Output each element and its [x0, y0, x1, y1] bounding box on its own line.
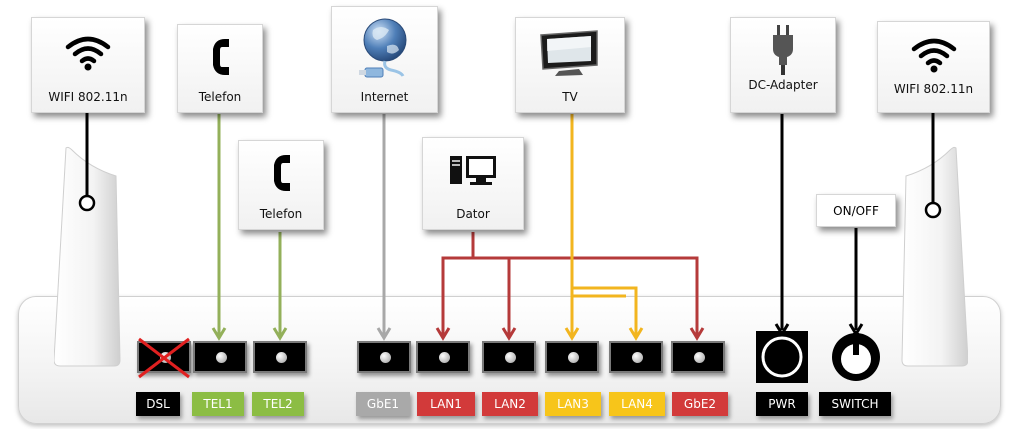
port-hole: [439, 352, 450, 363]
tv-card: TV: [515, 17, 625, 113]
telefon-2-card: Telefon: [238, 140, 324, 230]
telefon-1-label: Telefon: [198, 90, 242, 104]
port-gbe1: [357, 341, 411, 373]
port-hole: [216, 352, 227, 363]
power-plug-icon: [731, 18, 835, 82]
wire-tv-lan4: [572, 286, 638, 336]
dc-adapter-label: DC-Adapter: [748, 78, 818, 92]
tag-lan1: LAN1: [417, 392, 475, 416]
arrow-gbe2: [689, 327, 705, 341]
port-pwr: [756, 331, 808, 383]
tv-icon: [516, 18, 624, 88]
tag-pwr: PWR: [756, 392, 808, 416]
antenna-right-hole: [924, 201, 942, 219]
wifi-left-card: WIFI 802.11n: [31, 17, 145, 113]
port-lan4: [609, 341, 663, 373]
port-hole: [276, 352, 287, 363]
port-hole: [568, 352, 579, 363]
wire-dator-bus: [441, 256, 699, 336]
arrow-tel2: [272, 327, 288, 341]
antenna-left-hole: [78, 194, 96, 212]
tag-tel2: TEL2: [252, 392, 304, 416]
tag-gbe2: GbE2: [672, 392, 728, 416]
wifi-right-card: WIFI 802.11n: [877, 21, 990, 113]
disabled-cross-icon: [138, 337, 190, 379]
port-gbe2: [671, 341, 725, 373]
wifi-icon: [878, 22, 989, 88]
port-lan3: [545, 341, 599, 373]
tag-lan4: LAN4: [609, 392, 665, 416]
arrow-lan4: [628, 327, 644, 341]
arrow-lan2: [501, 327, 517, 341]
port-hole: [632, 352, 643, 363]
tv-label: TV: [562, 90, 578, 104]
port-tel2: [253, 341, 307, 373]
tag-tel1: TEL1: [192, 392, 244, 416]
power-socket-icon: [761, 336, 803, 378]
tag-lan2: LAN2: [482, 392, 538, 416]
port-switch: [830, 331, 882, 383]
dator-card: Dator: [422, 137, 524, 230]
tag-switch: SWITCH: [819, 392, 891, 416]
dc-adapter-card: DC-Adapter: [730, 17, 836, 113]
port-hole: [694, 352, 705, 363]
telefon-1-card: Telefon: [177, 24, 263, 113]
tag-lan3: LAN3: [545, 392, 601, 416]
on-off-switch-label: ON/OFF: [816, 194, 896, 227]
wifi-left-label: WIFI 802.11n: [48, 90, 128, 104]
computer-icon: [423, 138, 523, 205]
globe-icon: [332, 7, 437, 88]
tag-gbe1: GbE1: [356, 392, 410, 416]
port-dsl: [137, 337, 191, 379]
arrow-tel1: [211, 327, 227, 341]
phone-icon: [239, 141, 323, 205]
antenna-right: [901, 146, 968, 367]
switch-knob-icon: [832, 333, 880, 381]
telefon-2-label: Telefon: [259, 207, 303, 221]
port-hole: [380, 352, 391, 363]
port-lan2: [482, 341, 536, 373]
internet-label: Internet: [360, 90, 409, 104]
port-hole: [505, 352, 516, 363]
wifi-icon: [32, 18, 144, 88]
tag-dsl: DSL: [136, 392, 180, 416]
arrow-lan1: [435, 327, 451, 341]
internet-card: Internet: [331, 6, 438, 113]
wifi-right-label: WIFI 802.11n: [893, 82, 974, 96]
arrow-gbe1: [376, 327, 392, 341]
port-lan1: [416, 341, 470, 373]
dator-label: Dator: [456, 207, 490, 221]
arrow-lan3: [564, 327, 580, 341]
port-tel1: [193, 341, 247, 373]
phone-icon: [178, 25, 262, 88]
antenna-left: [54, 146, 121, 367]
